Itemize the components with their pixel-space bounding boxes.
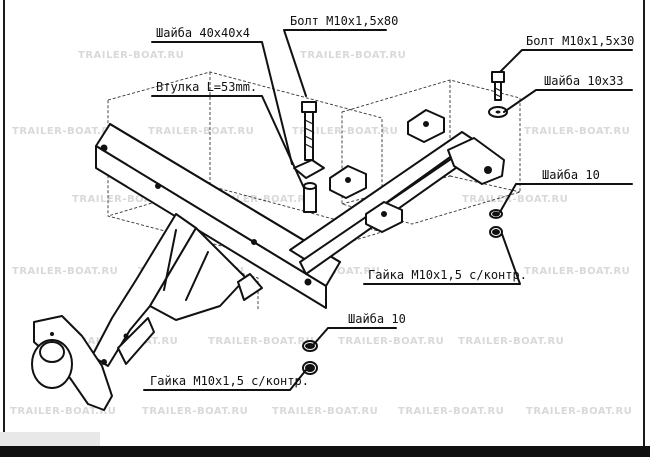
callout-labels: Шайба 40х40х4 Болт М10х1,5х80 Болт М10х1… xyxy=(150,14,634,388)
watermark: TRAILER-BOAT.RU xyxy=(12,266,118,277)
label-bushing: Втулка L=53mm. xyxy=(156,80,257,94)
watermark: TRAILER-BOAT.RU xyxy=(458,336,564,347)
watermark: TRAILER-BOAT.RU xyxy=(462,194,568,205)
watermark: TRAILER-BOAT.RU xyxy=(12,126,118,137)
watermark: TRAILER-BOAT.RU xyxy=(272,406,378,417)
watermark: TRAILER-BOAT.RU xyxy=(10,406,116,417)
corner-strip xyxy=(0,432,100,446)
bolt-m10-30-assembly xyxy=(488,71,508,118)
side-rail xyxy=(289,109,505,275)
label-bolt-m10-30: Болт М10х1,5х30 xyxy=(526,34,634,48)
towbar-assembly-drawing: TRAILER-BOAT.RU TRAILER-BOAT.RU TRAILER-… xyxy=(10,14,634,417)
label-nut-right: Гайка М10х1,5 с/контр. xyxy=(368,268,527,282)
watermark: TRAILER-BOAT.RU xyxy=(292,126,398,137)
cross-beam xyxy=(95,123,341,309)
label-nut-bottom: Гайка М10х1,5 с/контр. xyxy=(150,374,309,388)
label-bolt-m10-80: Болт М10х1,5х80 xyxy=(290,14,398,28)
watermark: TRAILER-BOAT.RU xyxy=(526,406,632,417)
label-washer-10-bottom: Шайба 10 xyxy=(348,312,406,326)
watermark: TRAILER-BOAT.RU xyxy=(148,126,254,137)
watermark: TRAILER-BOAT.RU xyxy=(300,50,406,61)
watermark: TRAILER-BOAT.RU xyxy=(78,50,184,61)
leader-lines xyxy=(143,29,633,391)
frame-border xyxy=(3,0,645,446)
watermark: TRAILER-BOAT.RU xyxy=(208,336,314,347)
bolt-m10-80-assembly xyxy=(293,101,325,213)
watermark: TRAILER-BOAT.RU xyxy=(398,406,504,417)
drawbar xyxy=(31,213,263,411)
watermark: TRAILER-BOAT.RU xyxy=(524,126,630,137)
watermark: TRAILER-BOAT.RU xyxy=(524,266,630,277)
label-washer-10x33: Шайба 10х33 xyxy=(544,74,623,88)
label-washer-40x40x4: Шайба 40х40х4 xyxy=(156,26,250,40)
watermark: TRAILER-BOAT.RU xyxy=(338,336,444,347)
watermark: TRAILER-BOAT.RU xyxy=(142,406,248,417)
washer-nut-bottom xyxy=(302,340,318,375)
watermark: TRAILER-BOAT.RU xyxy=(72,194,178,205)
label-washer-10-right: Шайба 10 xyxy=(542,168,600,182)
bottom-bar xyxy=(0,446,650,457)
washer-nut-right xyxy=(489,209,503,238)
